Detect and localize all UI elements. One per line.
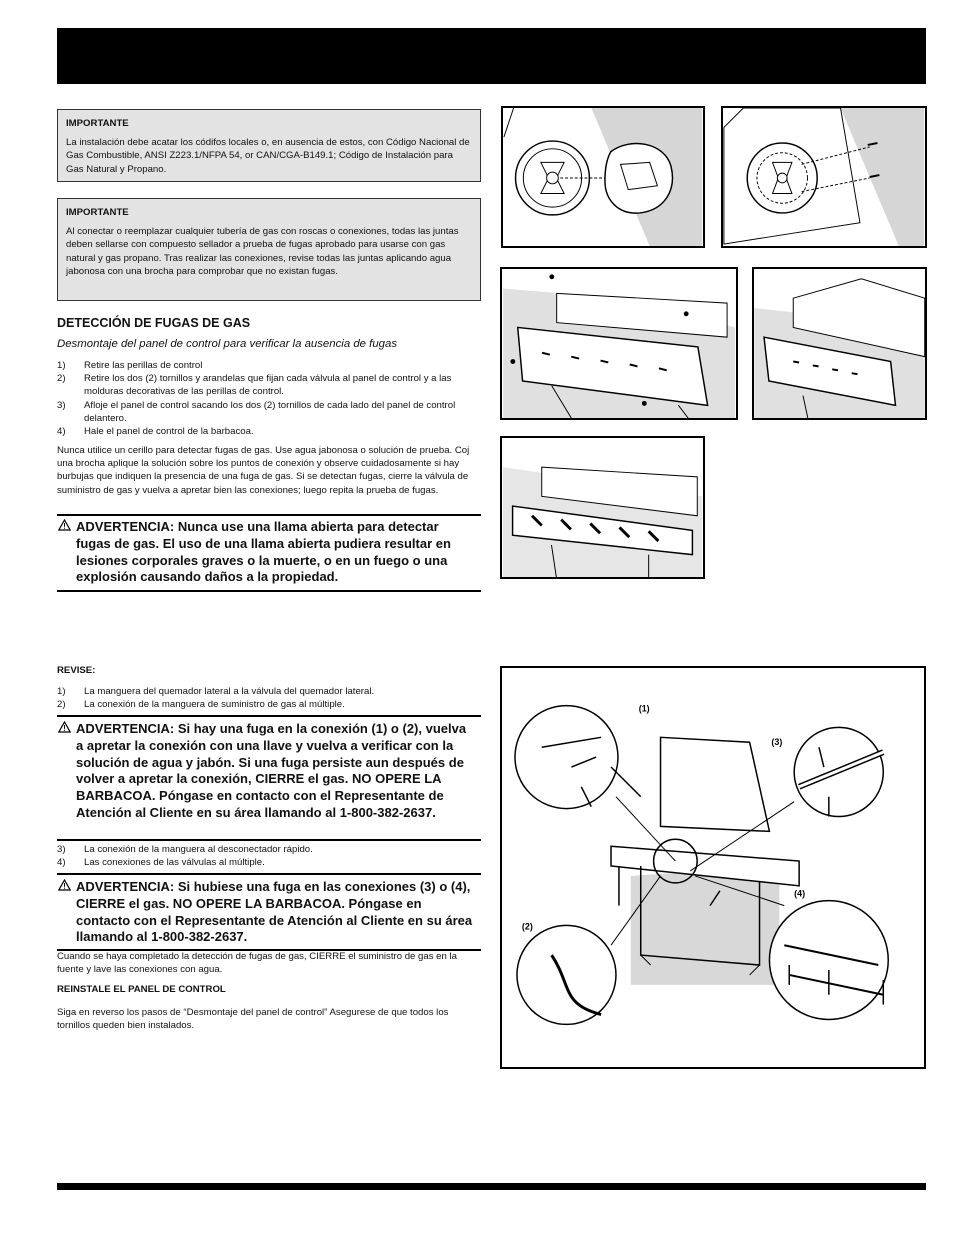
note-body: La instalación debe acatar los códifos l… [66,137,470,175]
warning-text: ADVERTENCIA: Nunca use una llama abierta… [76,519,451,585]
warning-triangle-icon [57,878,76,946]
warning-text: ADVERTENCIA: Si hubiese una fuga en las … [76,879,473,945]
figure-valve-screws [721,106,927,248]
reinstall-heading: REINSTALE EL PANEL DE CONTROL [57,984,226,995]
warning-triangle-icon [57,518,76,586]
note-title: IMPORTANTE [66,207,129,218]
note-body: Al conectar o reemplazar cualquier tuber… [66,226,459,277]
callout-label-1: (1) [639,704,650,714]
callout-label-3: (3) [771,737,782,747]
reinstall-paragraph: Siga en reverso los pasos de “Desmontaje… [57,1007,449,1032]
list-item: 2)La conexión de la manguera de suminist… [57,699,345,711]
leak-test-paragraph: Nunca utilice un cerillo para detectar f… [57,445,470,496]
after-test-paragraph: Cuando se haya completado la detección d… [57,951,457,976]
figure-valves-exposed [500,436,705,579]
figure-leak-check-points: (1) (3) (2) (4) [500,666,926,1069]
callout-label-4: (4) [794,889,805,899]
list-item: 4)Hale el panel de control de la barbaco… [57,426,254,438]
figure-knob-removal [501,106,705,248]
list-item: 1)Retire las perillas de control [57,360,203,371]
section-subheading: Desmontaje del panel de control para ver… [57,338,398,350]
header-bar [57,28,926,84]
list-item: 1)La manguera del quemador lateral a la … [57,686,375,697]
check-steps-b: 3)La conexión de la manguera al desconec… [57,843,481,869]
callout-label-2: (2) [522,921,533,931]
warning-leak-connection-1-2: ADVERTENCIA: Si hay una fuga en la conex… [57,715,481,841]
footer-bar [57,1183,926,1190]
check-steps-a: 1)La manguera del quemador lateral a la … [57,685,481,711]
list-item: 2)Retire los dos (2) tornillos y arandel… [57,373,452,398]
note-title: IMPORTANTE [66,118,129,129]
section-heading-leak: DETECCIÓN DE FUGAS DE GAS [57,316,251,330]
list-item: 4)Las conexiones de las válvulas al múlt… [57,857,265,869]
section-heading-check: REVISE: [57,665,96,676]
figure-panel-screws [500,267,738,420]
warning-open-flame: ADVERTENCIA: Nunca use una llama abierta… [57,514,481,592]
warning-leak-connection-3-4: ADVERTENCIA: Si hubiese una fuga en las … [57,873,481,951]
warning-text: ADVERTENCIA: Si hay una fuga en la conex… [76,721,467,820]
disassembly-steps: 1)Retire las perillas de control 2)Retir… [57,359,481,438]
list-item: 3)La conexión de la manguera al desconec… [57,844,313,855]
warning-triangle-icon [57,720,76,822]
important-note-codes: IMPORTANTE La instalación debe acatar lo… [57,109,481,182]
important-note-sealant: IMPORTANTE Al conectar o reemplazar cual… [57,198,481,301]
list-item: 3)Afloje el panel de control sacando los… [57,399,456,424]
figure-panel-pulled [752,267,927,420]
